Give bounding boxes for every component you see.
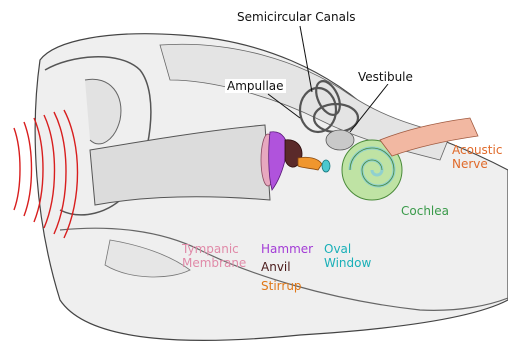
semicircular-canals-label: Semicircular Canals	[237, 10, 356, 24]
cochlea-label: Cochlea	[401, 204, 449, 218]
oval-window-label: Oval Window	[324, 242, 371, 270]
ampullae-label: Ampullae	[225, 79, 286, 93]
acoustic-nerve-label: Acoustic Nerve	[452, 143, 502, 171]
tympanic-membrane-label-line2: Membrane	[182, 256, 246, 270]
acoustic-nerve-label-line2: Nerve	[452, 157, 502, 171]
vestibule-shape	[326, 130, 354, 150]
tympanic-membrane-label-line1: Tympanic	[182, 242, 246, 256]
tympanic-membrane-label: Tympanic Membrane	[182, 242, 246, 270]
hammer-label: Hammer	[261, 242, 313, 256]
stirrup-label: Stirrup	[261, 279, 302, 293]
oval-window-label-line1: Oval	[324, 242, 371, 256]
oval-window	[322, 160, 330, 172]
anvil-label: Anvil	[261, 260, 291, 274]
vestibule-label: Vestibule	[356, 70, 415, 84]
acoustic-nerve-label-line1: Acoustic	[452, 143, 502, 157]
oval-window-label-line2: Window	[324, 256, 371, 270]
